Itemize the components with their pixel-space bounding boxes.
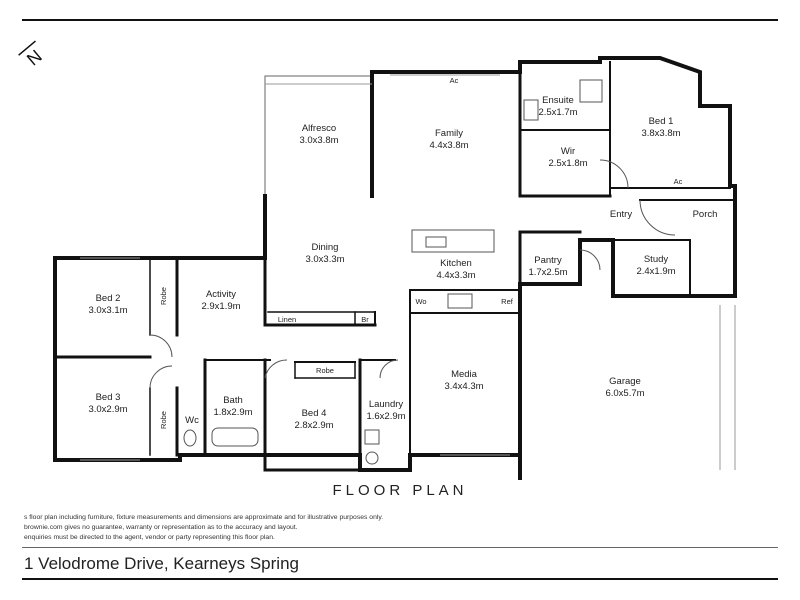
west-wing bbox=[53, 194, 522, 472]
label-ac-bed1: Ac bbox=[674, 177, 683, 186]
label-entry: Entry bbox=[610, 209, 632, 220]
room-family-name: Family bbox=[435, 128, 463, 139]
room-activity-name: Activity bbox=[206, 289, 236, 300]
room-bed2-name: Bed 2 bbox=[96, 293, 121, 304]
room-ensuite-name: Ensuite bbox=[542, 95, 574, 106]
label-wc: Wc bbox=[185, 415, 199, 426]
room-dining-dims: 3.0x3.3m bbox=[305, 254, 344, 265]
room-alfresco-dims: 3.0x3.8m bbox=[299, 135, 338, 146]
label-wo: Wo bbox=[415, 297, 426, 306]
door-swing bbox=[579, 249, 601, 271]
entry-door-swing bbox=[639, 199, 676, 236]
door-swing bbox=[599, 159, 629, 189]
room-bath-dims: 1.8x2.9m bbox=[213, 407, 252, 418]
label-ref: Ref bbox=[501, 297, 514, 306]
room-bath-name: Bath bbox=[223, 395, 243, 406]
room-study-name: Study bbox=[644, 254, 669, 265]
floor-plan: N bbox=[18, 40, 737, 480]
label-robe-bed4: Robe bbox=[316, 366, 334, 375]
room-bed1-dims: 3.8x3.8m bbox=[641, 128, 680, 139]
door-swing bbox=[149, 334, 173, 358]
compass-icon: N bbox=[18, 40, 46, 70]
room-media-name: Media bbox=[451, 369, 478, 380]
room-laundry-name: Laundry bbox=[369, 399, 404, 410]
room-bed1-name: Bed 1 bbox=[649, 116, 674, 127]
disclaimer-line: brownie.com gives no guarantee, warranty… bbox=[24, 524, 298, 531]
label-linen: Linen bbox=[278, 315, 296, 324]
disclaimer-line: s floor plan including furniture, fixtur… bbox=[24, 514, 384, 521]
disclaimer-line: enquiries must be directed to the agent,… bbox=[24, 534, 275, 541]
label-porch: Porch bbox=[693, 209, 718, 220]
label-br: Br bbox=[361, 315, 369, 324]
laundry-tub-icon bbox=[364, 429, 380, 445]
room-bed4-dims: 2.8x2.9m bbox=[294, 420, 333, 431]
room-alfresco-name: Alfresco bbox=[302, 123, 336, 134]
room-laundry-dims: 1.6x2.9m bbox=[366, 411, 405, 422]
room-garage-name: Garage bbox=[609, 376, 641, 387]
fixtures bbox=[149, 79, 676, 465]
label-ac-family: Ac bbox=[450, 76, 459, 85]
door-swing bbox=[149, 365, 173, 389]
windows bbox=[80, 74, 736, 470]
room-family-dims: 4.4x3.8m bbox=[429, 140, 468, 151]
door-swing bbox=[379, 359, 399, 379]
room-kitchen-name: Kitchen bbox=[440, 258, 472, 269]
room-media-dims: 3.4x4.3m bbox=[444, 381, 483, 392]
room-bed3-dims: 3.0x2.9m bbox=[88, 404, 127, 415]
kitchen-island bbox=[411, 229, 495, 253]
shower-icon bbox=[579, 79, 603, 103]
room-garage-dims: 6.0x5.7m bbox=[605, 388, 644, 399]
room-bed2-dims: 3.0x3.1m bbox=[88, 305, 127, 316]
label-robe-bed3: Robe bbox=[159, 411, 168, 429]
label-robe-bed2: Robe bbox=[159, 287, 168, 305]
room-ensuite-dims: 2.5x1.7m bbox=[538, 107, 577, 118]
plan-title: FLOOR PLAN bbox=[332, 482, 468, 499]
sink-icon bbox=[425, 236, 447, 248]
room-wir-dims: 2.5x1.8m bbox=[548, 158, 587, 169]
bottom-rule bbox=[22, 578, 778, 580]
property-address: 1 Velodrome Drive, Kearneys Spring bbox=[24, 554, 299, 573]
disclaimer: s floor plan including furniture, fixtur… bbox=[24, 513, 383, 543]
bathtub-icon bbox=[211, 427, 259, 447]
cooktop-icon bbox=[447, 293, 473, 309]
room-bed3-name: Bed 3 bbox=[96, 392, 121, 403]
room-pantry-name: Pantry bbox=[534, 255, 562, 266]
room-activity-dims: 2.9x1.9m bbox=[201, 301, 240, 312]
washer-icon bbox=[365, 451, 379, 465]
vanity-icon bbox=[523, 99, 539, 121]
room-labels: Alfresco 3.0x3.8m Family 4.4x3.8m Ensuit… bbox=[88, 95, 680, 431]
small-labels: Entry Porch Wc Linen Br Wo Ref Robe Ac A… bbox=[159, 76, 717, 429]
room-kitchen-dims: 4.4x3.3m bbox=[436, 270, 475, 281]
room-study-dims: 2.4x1.9m bbox=[636, 266, 675, 277]
outer-wall bbox=[370, 56, 737, 480]
mid-rule bbox=[22, 547, 778, 548]
room-wir-name: Wir bbox=[561, 146, 575, 157]
room-pantry-dims: 1.7x2.5m bbox=[528, 267, 567, 278]
toilet-icon bbox=[183, 429, 197, 447]
room-bed4-name: Bed 4 bbox=[302, 408, 327, 419]
top-rule bbox=[22, 19, 778, 21]
door-swing bbox=[264, 359, 288, 379]
room-dining-name: Dining bbox=[312, 242, 339, 253]
